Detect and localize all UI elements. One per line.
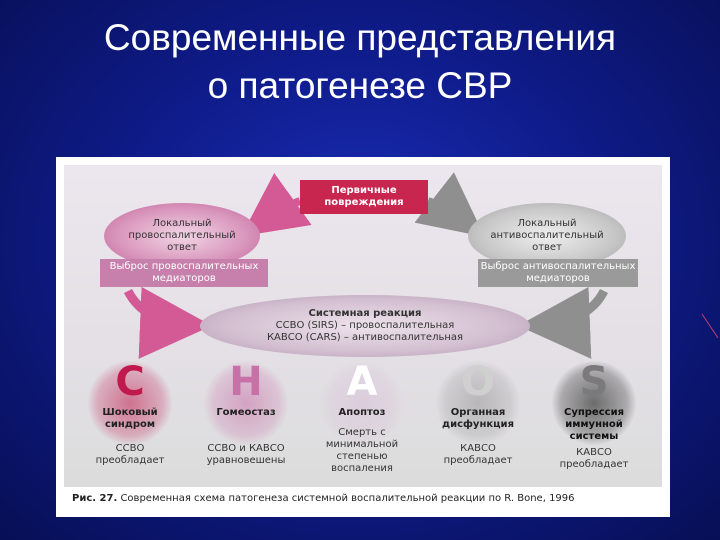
- local-proinflammatory-ellipse: Локальный провоспалительный ответ: [104, 203, 260, 269]
- chaos-sub-homeostasis: ССВО и КАВСО уравновешены: [206, 443, 286, 466]
- chaos-sub-immune-suppression: КАВСО преобладает: [559, 447, 629, 470]
- figure-caption-text: Современная схема патогенеза системной в…: [120, 493, 575, 504]
- chaos-label-homeostasis: Гомеостаз: [216, 407, 276, 418]
- chaos-sub-shock: ССВО преобладает: [95, 443, 165, 466]
- chaos-letter-a: A: [346, 359, 378, 405]
- systemic-sirs-line: ССВО (SIRS) – провоспалительная: [275, 320, 455, 331]
- diagram-arrows: [123, 172, 609, 359]
- chaos-label-immune-suppression: Супрессия иммунной системы: [564, 407, 624, 442]
- slide-title: Современные представления о патогенезе С…: [0, 14, 720, 110]
- arrow-left-to-systemic: [123, 286, 212, 359]
- proinflammatory-mediators-box: Выброс провоспалительных медиаторов: [100, 259, 268, 287]
- chaos-label-apoptosis: Апоптоз: [338, 407, 386, 418]
- chaos-label-shock: Шоковый синдром: [102, 407, 158, 430]
- arrow-primary-to-left: [241, 172, 312, 237]
- chaos-letter-s: S: [579, 359, 609, 405]
- systemic-reaction-title: Системная реакция: [308, 308, 422, 319]
- chaos-letter-h: H: [229, 359, 263, 405]
- arrow-primary-to-right: [414, 172, 485, 237]
- chaos-sub-organ-dysfunction: КАВСО преобладает: [443, 443, 513, 466]
- arrow-right-to-systemic: [518, 286, 609, 359]
- local-antiinflammatory-ellipse: Локальный антивоспалительный ответ: [468, 203, 626, 269]
- chaos-orb-c: [88, 361, 172, 445]
- antiinflammatory-mediators-box: Выброс антивоспалительных медиаторов: [478, 259, 638, 287]
- figure-caption-number: Рис. 27.: [72, 493, 118, 504]
- figure-panel: Первичные повреждения Локальный провоспа…: [56, 157, 670, 517]
- slide-title-line2: о патогенезе СВР: [207, 65, 513, 106]
- diagram-area: Первичные повреждения Локальный провоспа…: [64, 165, 662, 487]
- primary-damage-box: Первичные повреждения: [300, 180, 428, 214]
- chaos-orb-o: [436, 361, 520, 445]
- decorative-line: [701, 313, 719, 339]
- chaos-orb-a: [320, 361, 404, 445]
- systemic-cars-line: КАВСО (CARS) – антивоспалительная: [266, 332, 464, 343]
- chaos-letter-o: O: [460, 359, 495, 405]
- chaos-letter-c: C: [115, 359, 145, 405]
- chaos-label-organ-dysfunction: Органная дисфункция: [442, 407, 514, 430]
- figure-caption: Рис. 27. Современная схема патогенеза си…: [72, 493, 662, 504]
- chaos-orb-s: [552, 361, 636, 445]
- local-antiinflammatory-label: Локальный антивоспалительный ответ: [490, 218, 604, 253]
- chaos-orb-h: [204, 361, 288, 445]
- local-proinflammatory-label: Локальный провоспалительный ответ: [128, 218, 236, 253]
- chaos-sub-apoptosis: Смерть с минимальной степенью воспаления: [325, 427, 399, 474]
- slide-title-line1: Современные представления: [103, 17, 617, 58]
- systemic-reaction-ellipse: Системная реакция ССВО (SIRS) – провоспа…: [200, 295, 530, 357]
